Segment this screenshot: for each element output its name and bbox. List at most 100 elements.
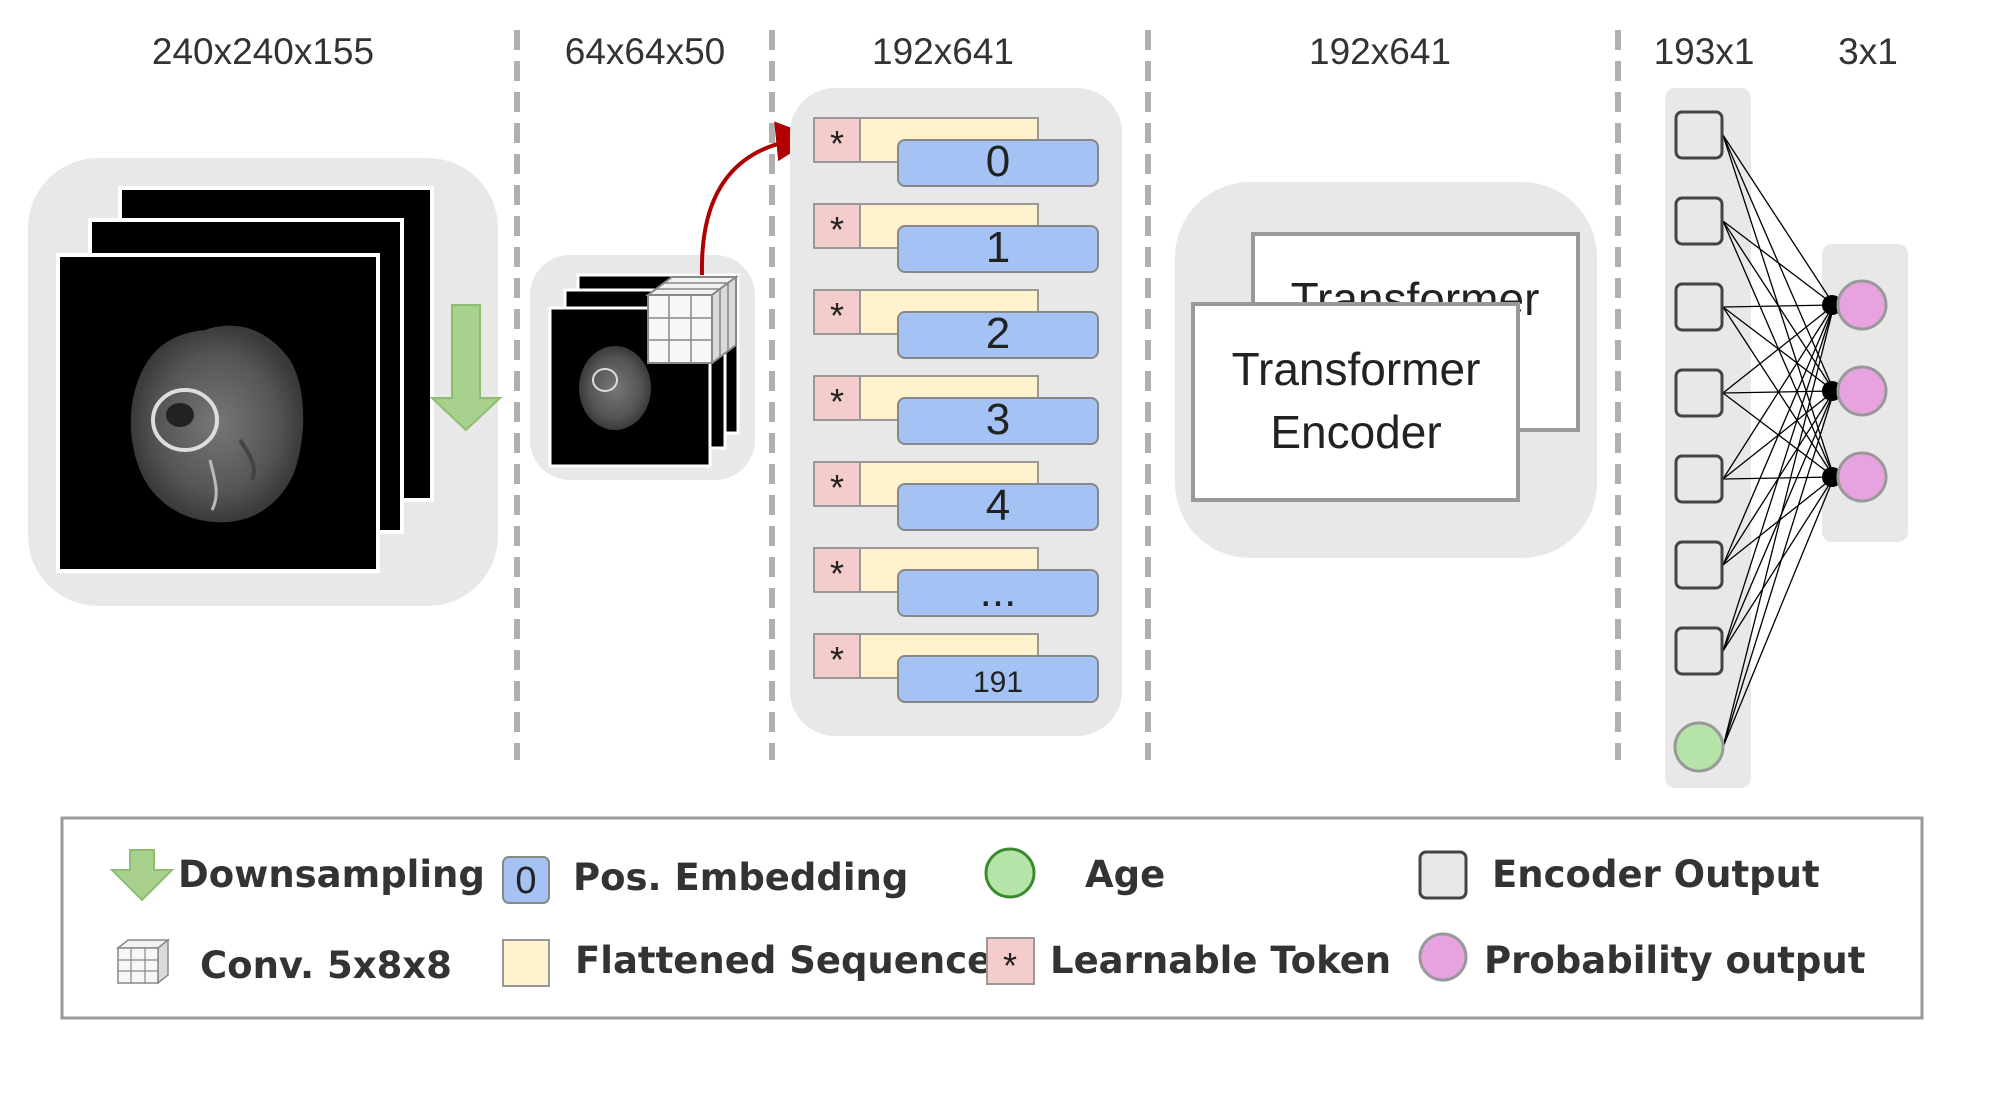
legend-flattened-icon <box>502 939 550 987</box>
legend-pos-embedding-label: Pos. Embedding <box>573 856 908 899</box>
token-row: *1 <box>813 203 1099 273</box>
pos-embedding-index: 0 <box>986 137 1010 186</box>
pos-embedding-index: ... <box>980 567 1017 616</box>
conv-to-token-arrow <box>699 121 816 276</box>
connection-line <box>1722 476 1835 748</box>
downsampled-volume-panel <box>530 121 816 480</box>
pos-embedding-block <box>897 483 1099 531</box>
probability-output-node <box>1836 365 1888 417</box>
legend-encoder-output-label: Encoder Output <box>1492 853 1820 896</box>
learnable-token-symbol: * <box>830 553 844 594</box>
pos-embedding-block <box>897 569 1099 617</box>
encoded-dim-label: 192x641 <box>1309 31 1451 72</box>
learnable-token-symbol: * <box>830 295 844 336</box>
connection-line <box>1722 134 1835 306</box>
pos-embedding-block <box>897 397 1099 445</box>
legend: Downsampling Conv. 5x8x8 0 Pos. Embeddin… <box>60 816 1924 1020</box>
connection-line <box>1722 304 1835 394</box>
classifier-nodes <box>1673 110 1888 773</box>
pos-embedding-block <box>897 655 1099 703</box>
learnable-token-symbol: * <box>830 639 844 680</box>
encoder-output-node <box>1674 110 1724 160</box>
connection-line <box>1722 304 1835 566</box>
learnable-token-symbol: * <box>830 209 844 250</box>
pos-embedding-index: 1 <box>986 223 1010 272</box>
legend-downsampling-icon <box>109 849 175 902</box>
learnable-token-block <box>813 289 861 335</box>
legend-learnable-label: Learnable Token <box>1050 939 1391 982</box>
token-row: * 191 <box>813 633 1099 703</box>
transformer-block-front <box>1191 302 1520 502</box>
legend-downsampling-label: Downsampling <box>178 853 485 896</box>
encoder-output-node <box>1674 626 1724 676</box>
downsampled-brain-image <box>579 346 651 430</box>
connection-line <box>1722 390 1835 748</box>
sequence-dim-label: 192x641 <box>872 31 1014 72</box>
encoder-output-node <box>1674 282 1724 332</box>
pos-embedding-index: 4 <box>986 481 1010 530</box>
legend-learnable-icon <box>986 937 1035 985</box>
connection-line <box>1722 476 1835 652</box>
legend-conv-icon <box>115 938 171 985</box>
token-row: *0 <box>813 117 1099 187</box>
encoder-output-node <box>1674 454 1724 504</box>
learnable-token-symbol: * <box>830 467 844 508</box>
learnable-token-block <box>813 633 861 679</box>
legend-probability-label: Probability output <box>1484 939 1865 982</box>
pos-embedding-index: 2 <box>986 309 1010 358</box>
legend-conv-label: Conv. 5x8x8 <box>200 944 452 987</box>
legend-probability-icon <box>1418 932 1468 982</box>
encoder-output-column <box>1665 88 1751 788</box>
connection-line <box>1722 304 1835 480</box>
connection-line <box>1722 220 1835 306</box>
classifier-head <box>1665 88 1908 788</box>
connection-line <box>1722 304 1835 652</box>
encoder-output-node <box>1674 368 1724 418</box>
pos-embedding-block <box>897 311 1099 359</box>
legend-encoder-output-icon <box>1418 850 1468 900</box>
fully-connected-lines <box>1722 134 1835 748</box>
learnable-token-block <box>813 117 861 163</box>
pos-embedding-block <box>897 225 1099 273</box>
pos-embedding-block <box>897 139 1099 187</box>
downsampled-dim-label: 64x64x50 <box>565 31 725 72</box>
legend-pos-embedding-icon <box>502 856 550 904</box>
legend-flattened-label: Flattened Sequence <box>575 939 992 982</box>
brain-mri-image <box>130 325 304 523</box>
token-row: *... <box>813 547 1099 617</box>
transformer-front-label-1: Transformer <box>1232 343 1481 395</box>
pos-embedding-index: 3 <box>986 395 1010 444</box>
legend-pos-embedding-icon-text: 0 <box>515 860 536 902</box>
token-rows: *0*1*2*3*4*...*191 <box>813 117 1099 703</box>
legend-learnable-icon-text: * <box>1003 945 1017 986</box>
legend-age-label: Age <box>1085 853 1165 896</box>
legend-box <box>60 816 1924 1020</box>
learnable-token-block <box>813 375 861 421</box>
connection-line <box>1722 304 1835 308</box>
conv-cube <box>645 275 739 365</box>
encoder-output-node <box>1674 540 1724 590</box>
pos-embedding-index: 191 <box>973 666 1023 699</box>
transformer-front-label-2: Encoder <box>1270 406 1441 458</box>
learnable-token-block <box>813 203 861 249</box>
probability-dim-label: 3x1 <box>1838 31 1898 72</box>
input-dim-label: 240x240x155 <box>152 31 374 72</box>
probability-output-node <box>1836 451 1888 503</box>
learnable-token-symbol: * <box>830 381 844 422</box>
age-node <box>1673 721 1725 773</box>
transformer-panel: Transformer Transformer Encoder <box>1175 182 1597 558</box>
learnable-token-block <box>813 461 861 507</box>
token-row: *4 <box>813 461 1099 531</box>
legend-age-icon <box>984 847 1036 899</box>
learnable-token-symbol: * <box>830 123 844 164</box>
learnable-token-block <box>813 547 861 593</box>
connection-line <box>1722 304 1835 748</box>
input-volume-panel <box>28 158 503 606</box>
probability-output-node <box>1836 279 1888 331</box>
token-row: *2 <box>813 289 1099 359</box>
downsampling-arrow <box>429 304 503 432</box>
connection-line <box>1722 390 1835 652</box>
encoder-output-node <box>1674 196 1724 246</box>
token-row: *3 <box>813 375 1099 445</box>
encoder-output-dim-label: 193x1 <box>1654 31 1755 72</box>
